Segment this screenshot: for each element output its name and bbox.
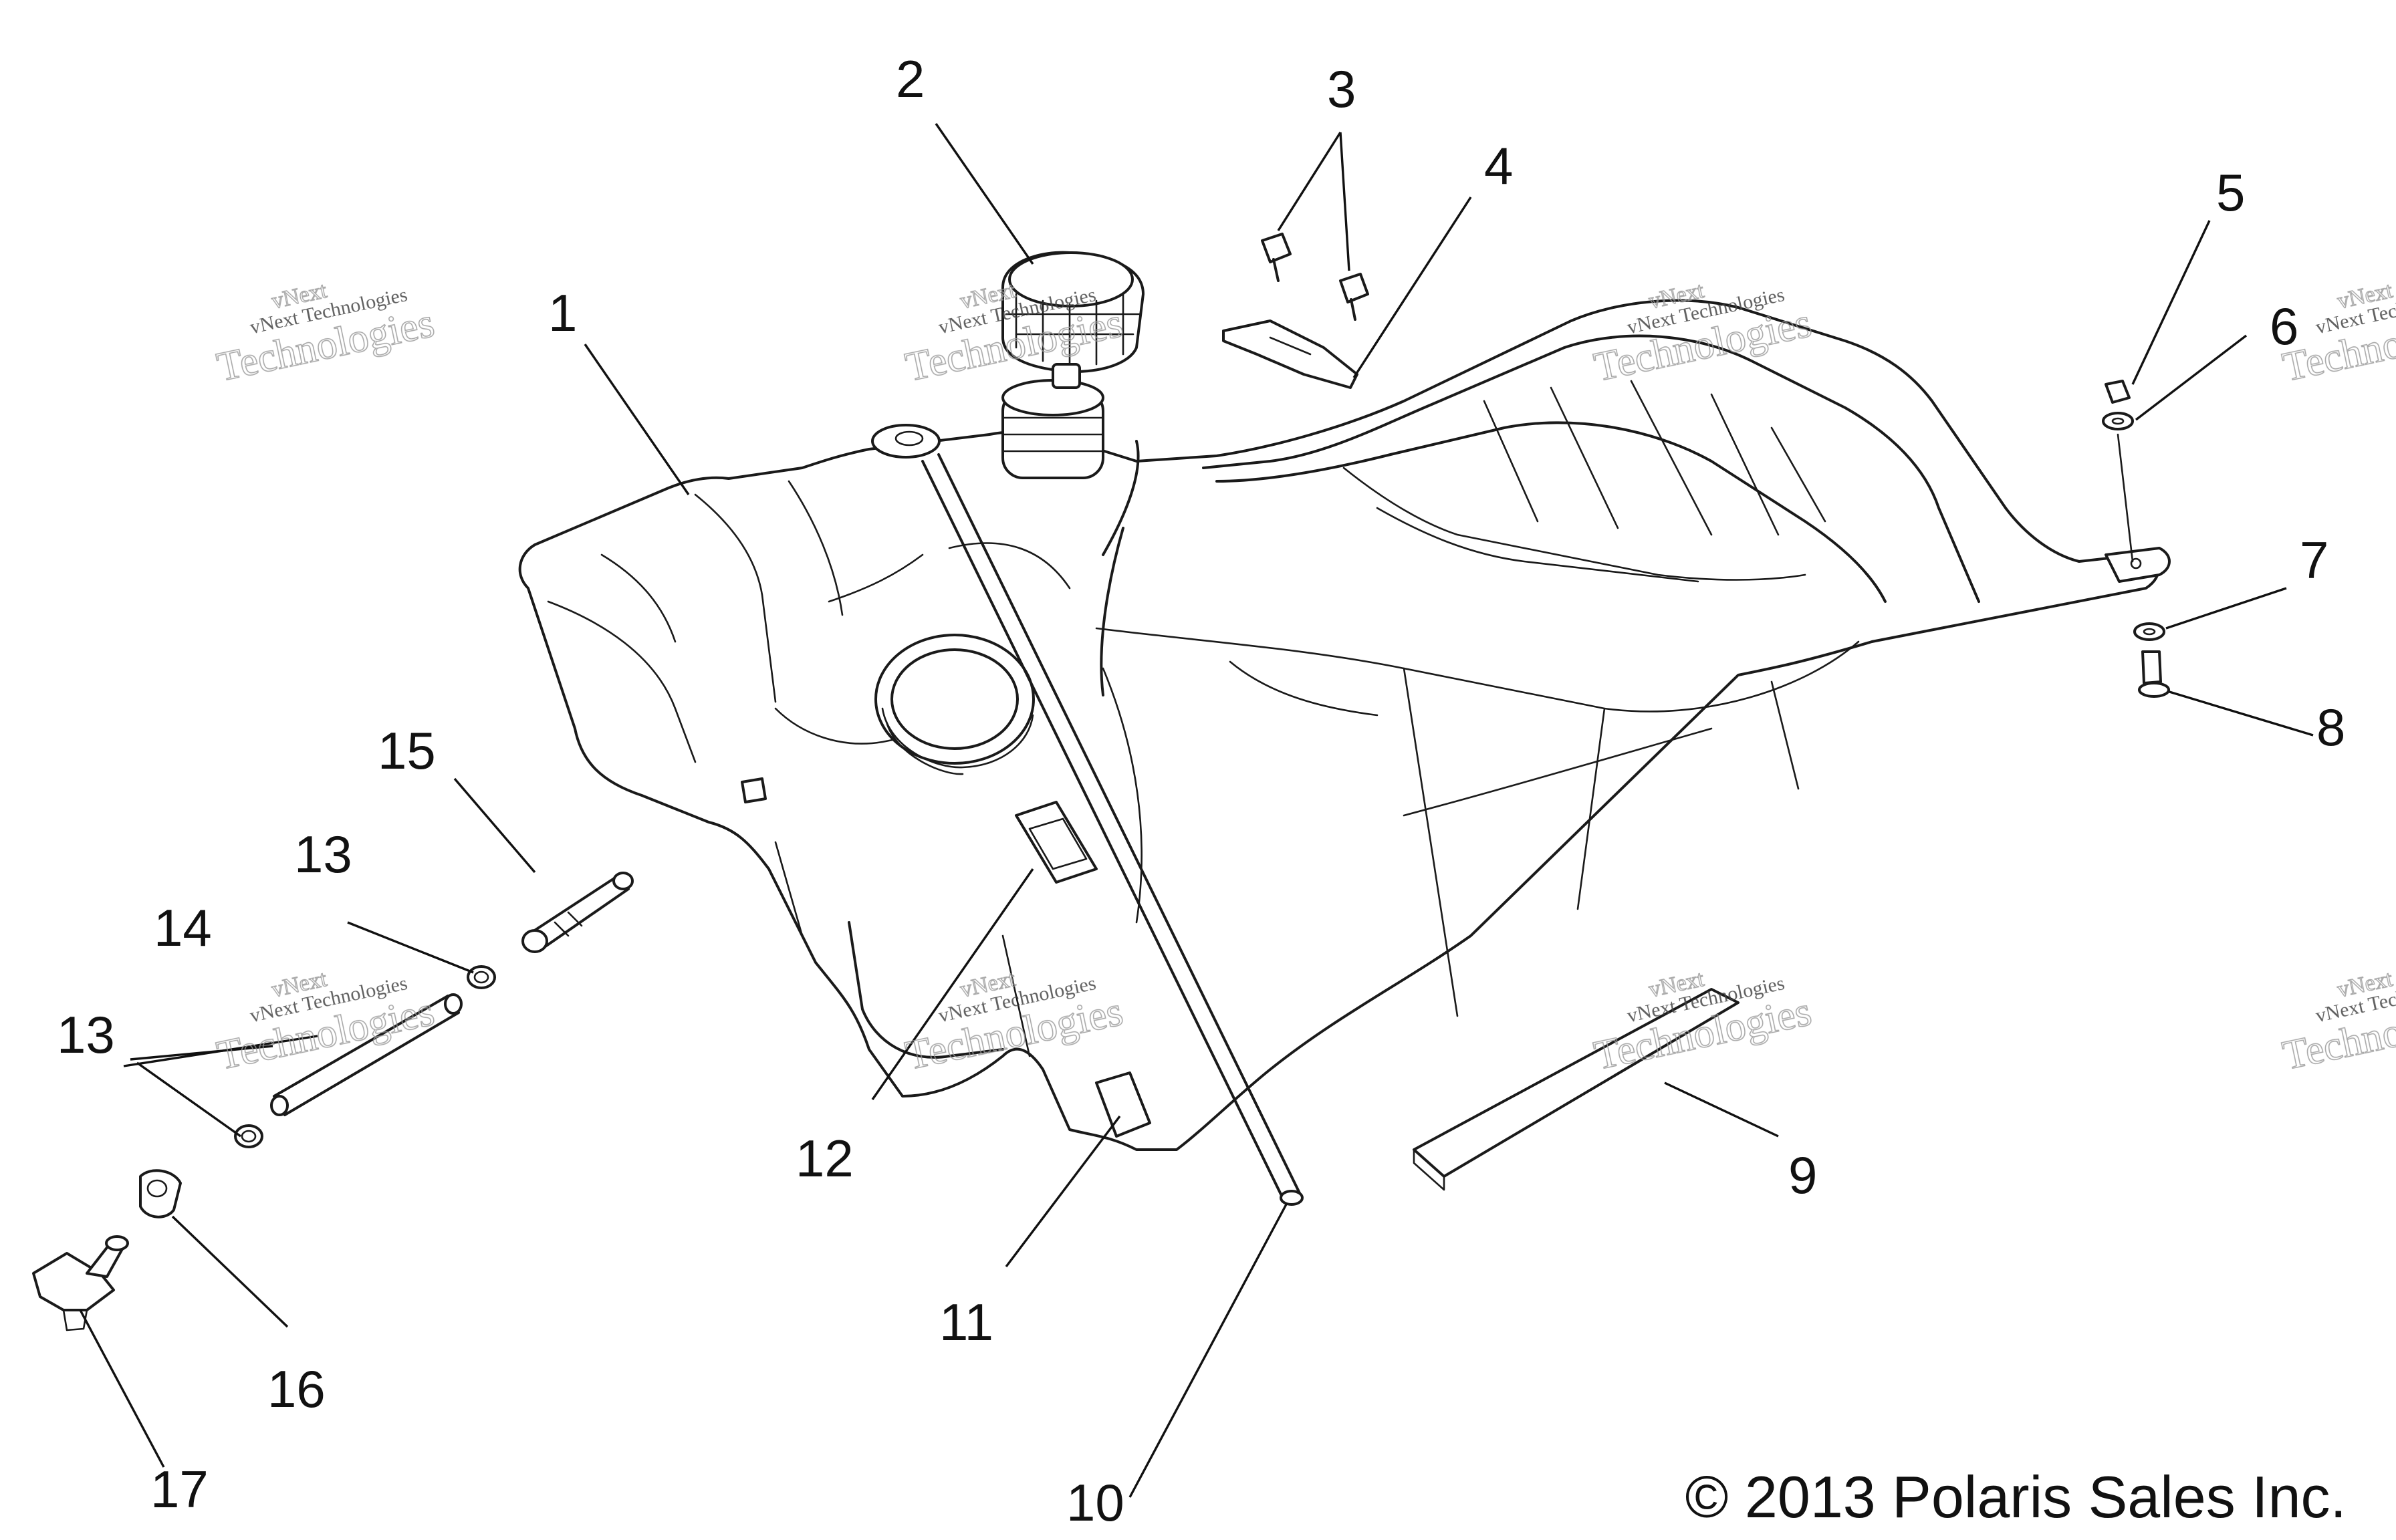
- foam-strip: [1413, 988, 1740, 1191]
- hardware-right: [2102, 380, 2170, 698]
- callout-15: 15: [378, 721, 436, 780]
- callout-5: 5: [2216, 163, 2245, 222]
- copyright-notice: © 2013 Polaris Sales Inc.: [1685, 1464, 2347, 1530]
- callout-16: 16: [267, 1360, 326, 1418]
- callout-12: 12: [796, 1129, 854, 1188]
- callout-labels: 1 2 3 4 5 6 7 8 9 10 11 12 13 13 14 15 1…: [57, 49, 2345, 1532]
- fuel-cap: [1001, 251, 1145, 389]
- callout-3: 3: [1327, 59, 1356, 118]
- callout-13a: 13: [294, 825, 352, 884]
- callout-4: 4: [1484, 136, 1513, 195]
- callout-7: 7: [2300, 531, 2328, 590]
- bolts: [1261, 233, 1369, 321]
- callout-10: 10: [1066, 1473, 1124, 1532]
- callout-14: 14: [154, 898, 212, 957]
- callout-2: 2: [896, 49, 925, 108]
- callout-13b: 13: [57, 1005, 115, 1064]
- callout-6: 6: [2270, 297, 2298, 356]
- left-fittings: [32, 872, 634, 1331]
- callout-17: 17: [150, 1460, 209, 1519]
- callout-1: 1: [548, 283, 577, 342]
- leader-lines: [79, 123, 2314, 1498]
- bracket: [1222, 319, 1358, 389]
- vent-hose: [921, 453, 1304, 1206]
- callout-9: 9: [1788, 1146, 1817, 1204]
- callout-8: 8: [2316, 698, 2345, 757]
- fuel-tank: [518, 299, 2171, 1151]
- callout-11: 11: [939, 1293, 993, 1352]
